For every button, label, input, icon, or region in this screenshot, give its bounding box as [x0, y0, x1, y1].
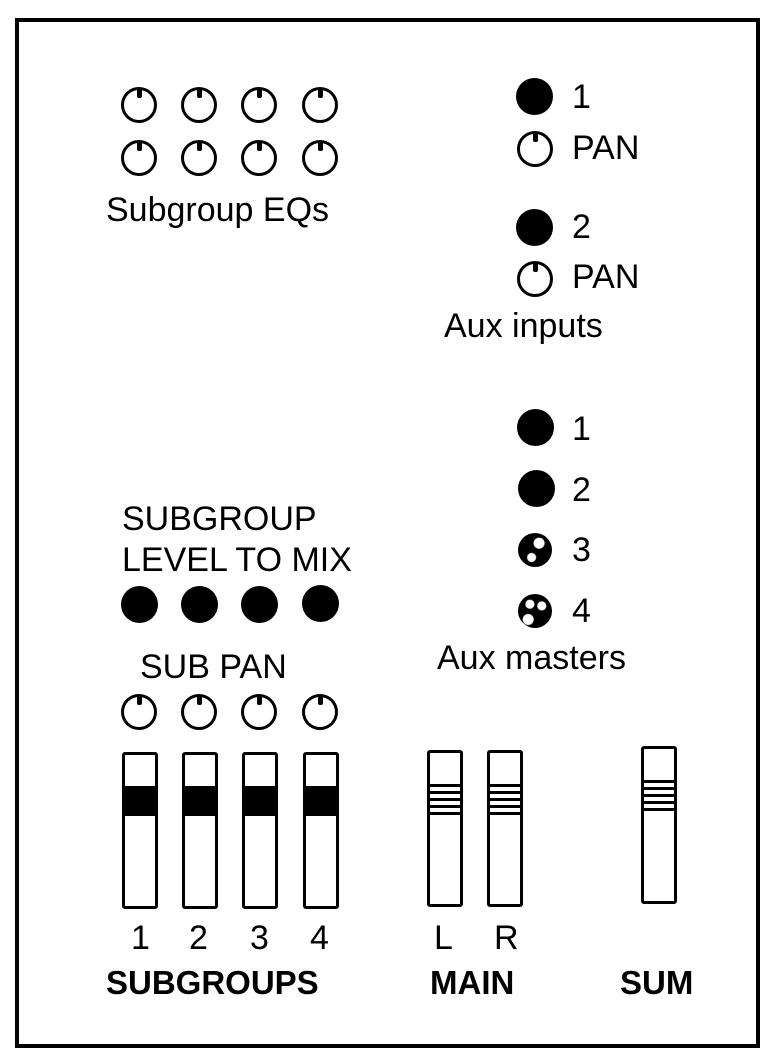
aux-master-1-number: 1 [572, 410, 591, 448]
sum-fader[interactable] [641, 746, 677, 904]
subgroup-eq-knob-1-3[interactable] [241, 87, 277, 123]
aux-master-4-number: 4 [572, 592, 591, 630]
subgroup-eq-knob-2-2[interactable] [181, 140, 217, 176]
aux-input-2-button[interactable] [516, 209, 553, 246]
aux-master-3-number: 3 [572, 531, 591, 569]
subgroup-eq-knob-1-2[interactable] [181, 87, 217, 123]
aux-master-3-button[interactable] [518, 533, 552, 567]
fader-cap[interactable] [125, 786, 155, 816]
subgroup-level-label-line1: SUBGROUP [122, 500, 317, 538]
fader-cap[interactable] [430, 784, 460, 816]
main-fader-right[interactable] [487, 750, 523, 907]
subgroups-label: SUBGROUPS [106, 964, 319, 1001]
aux-masters-label: Aux masters [437, 639, 626, 677]
sub-pan-knob-3[interactable] [241, 694, 277, 730]
aux-input-2-pan-label: PAN [572, 258, 640, 296]
subgroup-fader-2-label: 2 [189, 919, 208, 957]
subgroup-fader-1[interactable] [122, 752, 158, 909]
subgroup-fader-1-label: 1 [131, 919, 150, 957]
sub-pan-label: SUB PAN [140, 648, 287, 686]
subgroup-eq-knob-2-3[interactable] [241, 140, 277, 176]
subgroup-eq-knob-2-1[interactable] [121, 140, 157, 176]
aux-inputs-label: Aux inputs [444, 307, 603, 345]
fader-cap[interactable] [306, 786, 336, 816]
aux-input-2-number: 2 [572, 208, 591, 246]
subgroup-fader-3-label: 3 [250, 919, 269, 957]
subgroup-level-button-3[interactable] [241, 586, 278, 623]
subgroup-level-button-4[interactable] [302, 585, 339, 622]
main-fader-left-label: L [434, 919, 453, 957]
fader-cap[interactable] [490, 784, 520, 816]
aux-master-1-button[interactable] [517, 409, 554, 446]
aux-master-4-button[interactable] [518, 594, 552, 628]
fader-cap[interactable] [185, 786, 215, 816]
subgroup-eq-knob-2-4[interactable] [302, 140, 338, 176]
main-fader-right-label: R [494, 919, 519, 957]
aux-master-2-button[interactable] [518, 470, 555, 507]
subgroup-fader-3[interactable] [242, 752, 278, 909]
aux-input-1-button[interactable] [516, 78, 553, 115]
subgroup-fader-4-label: 4 [310, 919, 329, 957]
aux-input-1-pan-knob[interactable] [517, 131, 553, 167]
sub-pan-knob-4[interactable] [302, 694, 338, 730]
main-fader-left[interactable] [427, 750, 463, 907]
aux-input-1-number: 1 [572, 78, 591, 116]
sub-pan-knob-2[interactable] [181, 694, 217, 730]
aux-master-2-number: 2 [572, 471, 591, 509]
sub-pan-knob-1[interactable] [121, 694, 157, 730]
subgroup-eq-knob-1-4[interactable] [302, 87, 338, 123]
aux-input-1-pan-label: PAN [572, 129, 640, 167]
sum-label: SUM [620, 964, 694, 1001]
subgroup-fader-2[interactable] [182, 752, 218, 909]
fader-cap[interactable] [644, 780, 674, 812]
subgroup-fader-4[interactable] [303, 752, 339, 909]
subgroup-level-button-2[interactable] [181, 586, 218, 623]
subgroup-eq-knob-1-1[interactable] [121, 87, 157, 123]
subgroup-eqs-label: Subgroup EQs [106, 191, 330, 229]
main-label: MAIN [430, 964, 515, 1001]
aux-input-2-pan-knob[interactable] [517, 261, 553, 297]
fader-cap[interactable] [245, 786, 275, 816]
subgroup-level-button-1[interactable] [121, 586, 158, 623]
subgroup-level-label-line2: LEVEL TO MIX [122, 541, 352, 579]
